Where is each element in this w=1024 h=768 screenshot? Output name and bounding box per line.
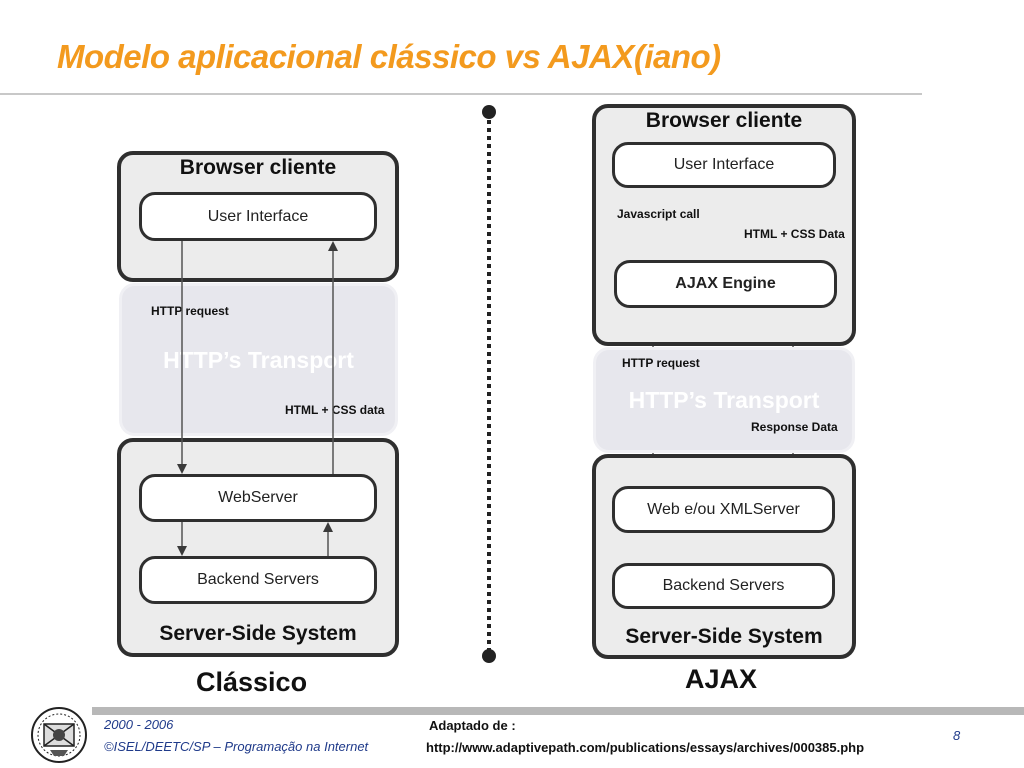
- classic-backend-servers: Backend Servers: [139, 556, 377, 604]
- page-number: 8: [953, 728, 961, 743]
- footer-source-label: Adaptado de :: [429, 718, 516, 733]
- ajax-browser-box: Browser cliente: [592, 104, 856, 346]
- classic-server-heading: Server-Side System: [159, 622, 357, 645]
- ajax-server-heading: Server-Side System: [625, 625, 823, 648]
- column-divider: [482, 105, 496, 663]
- ajax-js-call-label: Javascript call: [617, 207, 700, 221]
- classic-user-interface: User Interface: [139, 192, 377, 241]
- footer-source-url: http://www.adaptivepath.com/publications…: [426, 740, 865, 755]
- ajax-server-box: Server-Side System: [592, 454, 856, 659]
- ajax-http-request-label: HTTP request: [622, 356, 700, 370]
- ajax-transport-label: HTTP’s Transport: [628, 387, 820, 413]
- classic-html-css-label: HTML + CSS data: [285, 403, 385, 417]
- classic-transport-band: HTTP’s Transport: [119, 283, 398, 436]
- title-divider: [0, 93, 922, 95]
- classic-column-title: Clássico: [196, 667, 308, 697]
- ajax-user-interface: User Interface: [612, 142, 836, 188]
- ajax-html-css-label: HTML + CSS Data: [744, 227, 845, 241]
- footer-years: 2000 - 2006: [104, 717, 174, 732]
- ajax-column-title: AJAX: [685, 664, 758, 694]
- footer-bar: [92, 707, 1024, 715]
- ajax-backend-servers: Backend Servers: [612, 563, 835, 609]
- footer-course: ©ISEL/DEETC/SP – Programação na Internet: [104, 739, 369, 754]
- slide-title: Modelo aplicacional clássico vs AJAX(ian…: [57, 38, 721, 75]
- classic-webserver: WebServer: [139, 474, 377, 522]
- ajax-engine: AJAX Engine: [614, 260, 837, 308]
- ajax-transport-band: HTTP’s Transport: [593, 347, 855, 453]
- isel-logo-icon: [31, 707, 87, 763]
- ajax-response-label: Response Data: [751, 420, 838, 434]
- ajax-webserver: Web e/ou XMLServer: [612, 486, 835, 533]
- ajax-browser-heading: Browser cliente: [645, 109, 803, 132]
- classic-browser-heading: Browser cliente: [179, 156, 337, 179]
- classic-http-request-label: HTTP request: [151, 304, 229, 318]
- classic-transport-label: HTTP’s Transport: [163, 347, 354, 373]
